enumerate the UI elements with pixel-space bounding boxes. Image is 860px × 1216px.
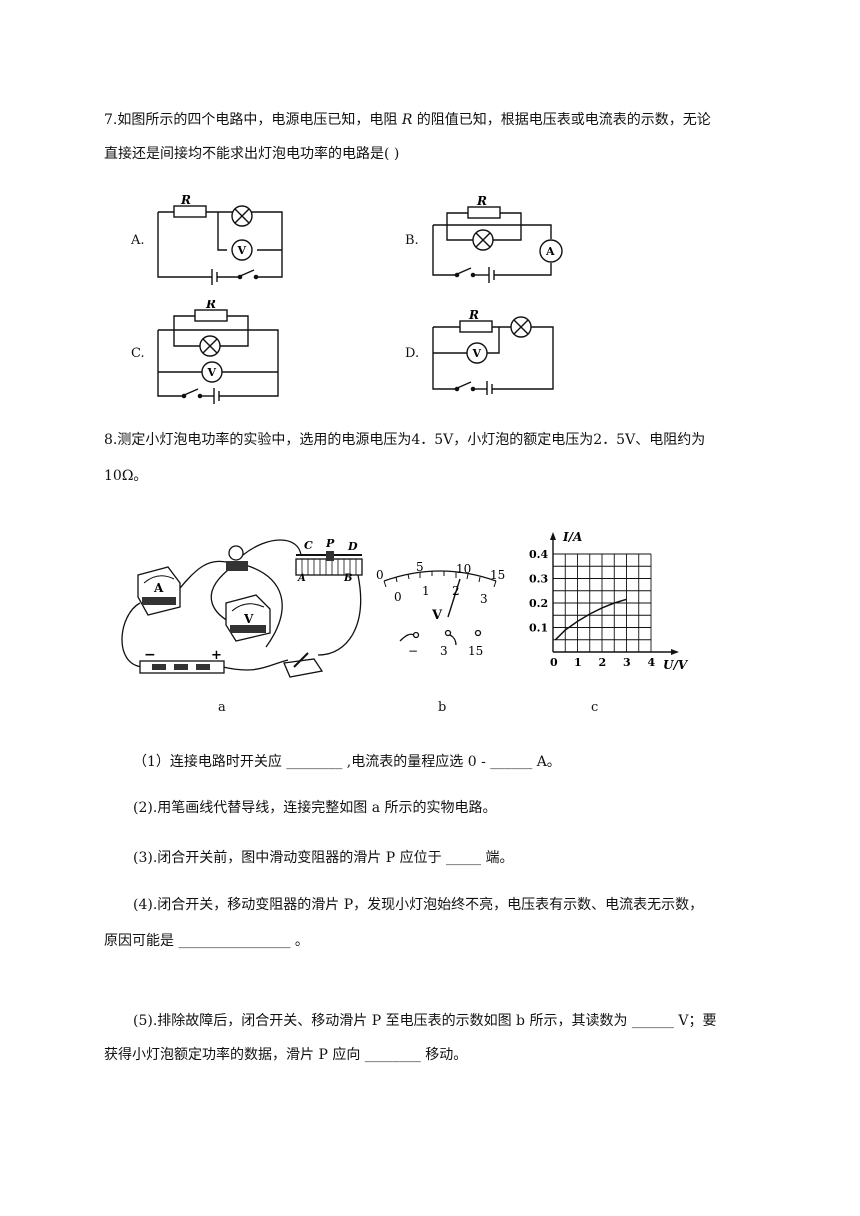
option-a-label: A.	[131, 233, 145, 248]
circuit-c-r-label: R	[205, 300, 216, 311]
circuit-b-diagram: R A	[432, 195, 563, 283]
x-tick-label: 1	[574, 656, 582, 669]
x-tick-label: 3	[623, 656, 631, 669]
q7-line1: 7.如图所示的四个电路中，电源电压已知，电阻 R 的阻值已知，根据电压表或电流表…	[104, 112, 711, 128]
battery-pack: − +	[139, 647, 225, 674]
dial-upper-5: 5	[416, 560, 424, 574]
circuit-a-r-label: R	[180, 193, 191, 207]
rheostat-terminal-a: A	[297, 573, 306, 584]
ammeter-device: A	[137, 566, 181, 616]
chart-xlabel: U/V	[663, 658, 689, 672]
rheostat-terminal-b: B	[343, 573, 352, 584]
q8-line1: 8.测定小灯泡电功率的实验中，选用的电源电压为4．5V，小灯泡的额定电压为2．5…	[104, 432, 706, 448]
y-tick-label: 0.4	[529, 548, 548, 561]
dial-lower-0: 0	[394, 590, 402, 604]
chart-axes	[550, 532, 679, 655]
circuit-a-diagram: R V	[157, 193, 283, 285]
q8-line2: 10Ω。	[104, 468, 148, 484]
terminal-15: 15	[468, 644, 483, 658]
y-tick-label: 0.2	[529, 597, 548, 610]
dial-upper-0: 0	[376, 568, 384, 582]
caption-c: c	[591, 700, 599, 715]
y-tick-label: 0.3	[529, 573, 548, 586]
circuit-b-r-label: R	[476, 195, 487, 208]
circuit-c-diagram: R V	[157, 300, 279, 404]
voltmeter-label: V	[243, 612, 254, 626]
battery-negative: −	[144, 647, 156, 663]
option-b-label: B.	[405, 233, 419, 248]
y-tick-label: 0.1	[529, 622, 548, 635]
terminal-negative: −	[408, 644, 418, 658]
chart-grid	[553, 553, 652, 652]
lamp-device	[226, 545, 248, 571]
caption-b: b	[438, 700, 447, 715]
ammeter-label: A	[153, 581, 164, 595]
circuit-d-meter-label: V	[472, 347, 482, 360]
circuit-b-meter-label: A	[545, 245, 555, 258]
q8-sub4-line1: (4).闭合开关，移动变阻器的滑片 P，发现小灯泡始终不亮，电压表有示数、电流表…	[133, 897, 704, 913]
dial-lower-2: 2	[452, 584, 460, 598]
q8-sub2: (2).用笔画线代替导线，连接完整如图 a 所示的实物电路。	[133, 800, 497, 816]
figure-b-voltmeter-dial: 0 5 10 15 0 1 2 3 V − 3 15	[376, 560, 505, 658]
q8-sub4-line2: 原因可能是 ________________ 。	[104, 933, 309, 949]
q8-sub5-line2: 获得小灯泡额定功率的数据，滑片 P 应向 ________ 移动。	[104, 1047, 468, 1063]
rheostat-terminal-d: D	[347, 540, 358, 553]
option-d-label: D.	[405, 346, 420, 361]
chart-ticks: 0 1 2 3 4 0.1 0.2 0.3 0.4	[529, 548, 656, 669]
x-tick-label: 2	[599, 656, 607, 669]
circuit-d-r-label: R	[468, 308, 479, 322]
chart-ylabel: I/A	[562, 530, 582, 544]
q7-line2: 直接还是间接均不能求出灯泡电功率的电路是( )	[104, 146, 400, 162]
dial-upper-10: 10	[456, 562, 471, 576]
voltmeter-device: V	[225, 594, 271, 642]
switch-device	[283, 652, 324, 678]
circuit-a-meter-label: V	[237, 244, 247, 257]
terminal-3: 3	[440, 644, 448, 658]
circuit-c-meter-label: V	[207, 366, 217, 379]
caption-a: a	[218, 700, 226, 715]
rheostat-terminal-c: C	[304, 539, 313, 552]
circuit-d-diagram: R V	[432, 308, 554, 395]
q8-sub1: （1）连接电路时开关应 ________ ,电流表的量程应选 0 - _____…	[133, 754, 561, 770]
x-tick-label: 0	[550, 656, 558, 669]
dial-lower-1: 1	[422, 584, 430, 598]
rheostat-device: C P D A B	[295, 537, 363, 584]
y-axis-arrow	[550, 532, 556, 540]
x-axis-arrow	[671, 649, 679, 655]
figure-a-physical-circuit: A V C P D A B − +	[121, 537, 363, 678]
dial-upper-15: 15	[490, 568, 505, 582]
q8-sub5-line1: (5).排除故障后，闭合开关、移动滑片 P 至电压表的示数如图 b 所示，其读数…	[133, 1013, 717, 1029]
iu-curve	[554, 598, 627, 641]
x-tick-label: 4	[648, 656, 656, 669]
dial-unit: V	[431, 608, 443, 623]
figure-c-iu-chart: 0 1 2 3 4 0.1 0.2 0.3 0.4 I/A U/V	[529, 530, 689, 672]
q8-sub3: (3).闭合开关前，图中滑动变阻器的滑片 P 应位于 _____ 端。	[133, 850, 514, 866]
rheostat-slider-p: P	[325, 537, 335, 550]
dial-lower-3: 3	[480, 592, 488, 606]
battery-positive: +	[211, 648, 222, 663]
chart-series	[554, 598, 627, 641]
option-c-label: C.	[131, 346, 145, 361]
